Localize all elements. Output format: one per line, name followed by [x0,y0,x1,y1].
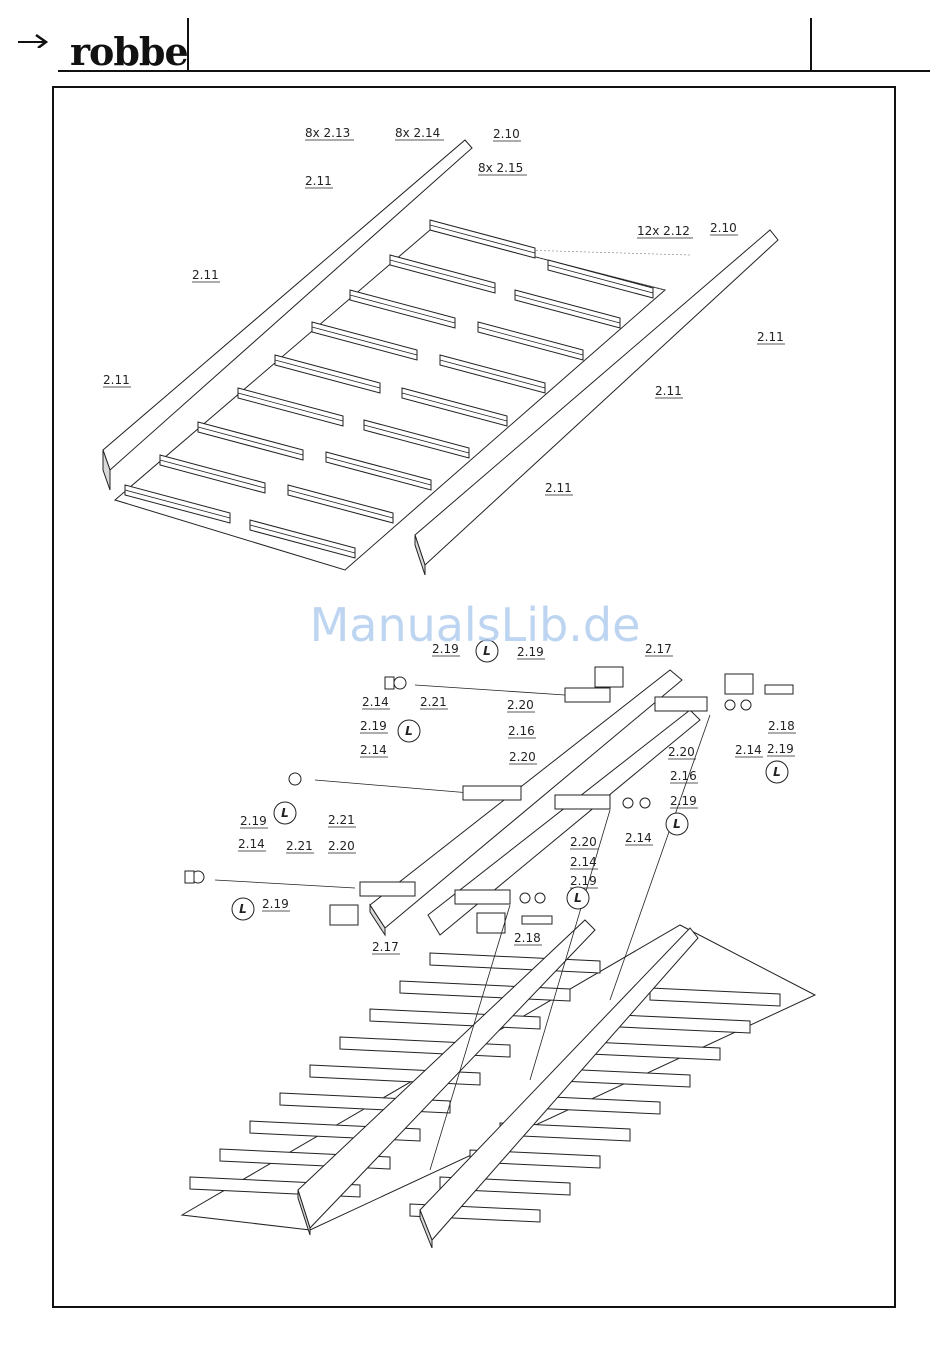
callout-bottom-label-b21: L [281,806,289,820]
callout-bottom-label-b31: L [574,891,582,905]
callout-bottom-label-b13: 2.20 [509,750,536,764]
callout-bottom-label-b34: 2.18 [514,931,541,945]
bracket-2-17-c [330,905,358,925]
callout-bottom-label-b22: 2.14 [238,837,265,851]
callout-bottom-label-b7: 2.20 [507,698,534,712]
callout-bottom-label-b25: 2.14 [625,831,652,845]
watermark-text: ManualsLib.de [0,598,950,652]
callout-top-label-c7: 12x 2.12 [637,224,690,238]
bottom-assembly [182,920,815,1248]
callout-bottom-label-b23: 2.19 [670,794,697,808]
callout-bottom-label-b12: 2.14 [360,743,387,757]
callout-bottom-label-b30: 2.19 [570,874,597,888]
callout-bottom-label-b33: 2.19 [262,897,289,911]
callout-bottom-label-b29: 2.14 [570,855,597,869]
rib-bottom-left-1 [400,981,570,1001]
callout-bottom-label-b32: L [239,902,247,916]
callout-bottom-label-b18: 2.16 [670,769,697,783]
callout-top-label-c10: 2.11 [655,384,682,398]
callout-top-label-c4: 8x 2.15 [478,161,523,175]
bracket-2-17-d [477,913,505,933]
callout-bottom-label-b35: 2.17 [372,940,399,954]
callout-bottom-label-b14: 2.20 [668,745,695,759]
callout-bottom-label-b28: 2.20 [570,835,597,849]
callout-top-label-c5: 2.11 [305,174,332,188]
spacer-2-20-a [565,688,610,702]
callout-bottom-label-b19: 2.21 [328,813,355,827]
spacer-2-20-d [555,795,610,809]
spacer-2-20-e [360,882,415,896]
spacer-2-20-f [455,890,510,904]
callout-bottom-label-b5: 2.14 [362,695,389,709]
tube-2-21-top [415,685,565,695]
callout-bottom-label-b11: 2.16 [508,724,535,738]
callout-bottom-label-b10: L [405,724,413,738]
callout-top-label-c1: 8x 2.13 [305,126,350,140]
callout-bottom-label-b16: 2.19 [767,742,794,756]
callout-bottom-label-b26: 2.21 [286,839,313,853]
callout-top-label-c12: 2.11 [103,373,130,387]
bracket-2-17-a [595,667,623,687]
callout-top-label-c2: 8x 2.14 [395,126,440,140]
callout-bottom-label-b8: 2.18 [768,719,795,733]
callout-bottom-label-b9: 2.19 [360,719,387,733]
callout-bottom-label-b6: 2.21 [420,695,447,709]
callout-top-label-c6: 2.11 [192,268,219,282]
callout-bottom-label-b27: 2.20 [328,839,355,853]
callout-top-label-c8: 2.10 [710,221,737,235]
callout-bottom-label-b15: 2.14 [735,743,762,757]
spacer-2-20-b [655,697,707,711]
bracket-2-17-b [725,674,753,694]
spacer-2-20-c [463,786,521,800]
callout-bottom-label-b20: 2.19 [240,814,267,828]
tube-2-21-low [215,880,355,888]
callout-bottom-label-b17: L [773,765,781,779]
callout-bottom-label-b24: L [673,817,681,831]
callout-top-label-c3: 2.10 [493,127,520,141]
callout-top-label-c9: 2.11 [757,330,784,344]
tube-2-21-mid [315,780,470,793]
callout-top-label-c11: 2.11 [545,481,572,495]
rib-bottom-left-0 [430,953,600,973]
